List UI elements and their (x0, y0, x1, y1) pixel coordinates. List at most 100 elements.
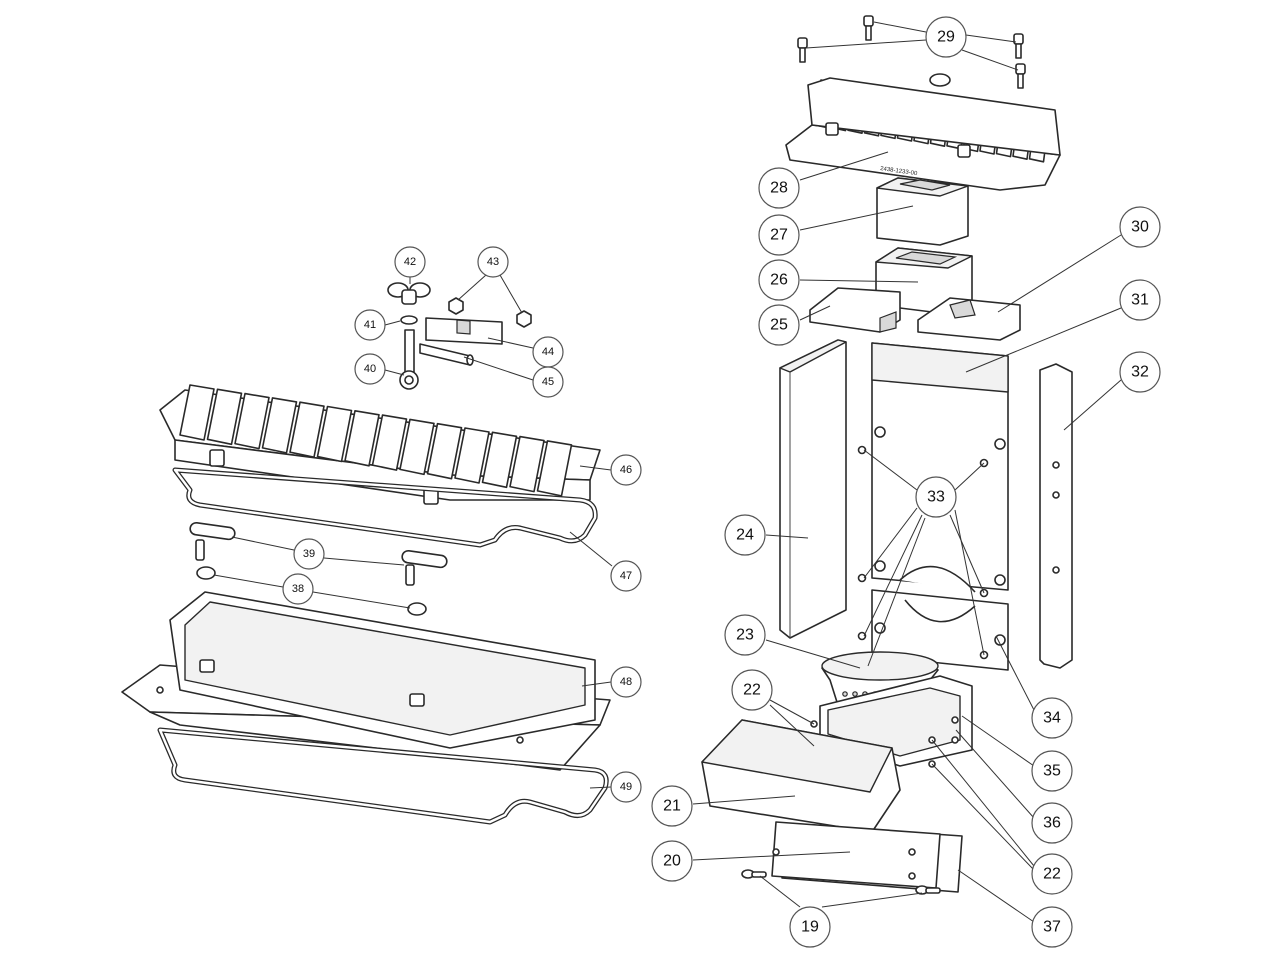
callout-number: 19 (801, 919, 819, 936)
lid-fin (399, 418, 435, 476)
callout-leader-line (954, 509, 985, 656)
callout-30: 30 (1119, 206, 1161, 248)
lid-fin (536, 440, 573, 497)
callout-leader-line (213, 574, 284, 588)
callout-35: 35 (1031, 750, 1073, 792)
callout-circle (651, 840, 693, 882)
callout-circle (651, 785, 693, 827)
callout-circle (610, 560, 642, 592)
callout-number: 39 (303, 548, 315, 560)
lid-fin (206, 388, 243, 446)
lid-fin (344, 409, 380, 467)
callout-circle (758, 214, 800, 256)
callout-number: 45 (542, 376, 554, 388)
callout-leader-line (805, 39, 927, 49)
right-assembly: 2438-1233-00 (701, 15, 1073, 895)
callout-number: 33 (927, 489, 945, 506)
callout-leader-line (955, 729, 1035, 819)
callout-number: 46 (620, 464, 632, 476)
plate-25 (809, 287, 901, 333)
block-27 (876, 177, 969, 246)
callout-circle (610, 666, 642, 698)
callout-37: 37 (1031, 906, 1073, 948)
nut-43b (516, 310, 532, 328)
callout-number: 25 (770, 317, 788, 334)
callout-circle (1031, 697, 1073, 739)
callout-22: 22 (1031, 853, 1073, 895)
callout-leader-line (487, 337, 534, 349)
callout-25: 25 (758, 304, 800, 346)
callout-26: 26 (758, 259, 800, 301)
screw-29d (1015, 63, 1026, 89)
callout-circle (915, 476, 957, 518)
callout-circle (1119, 206, 1161, 248)
callout-number: 40 (364, 363, 376, 375)
eye-bolt-40 (399, 329, 419, 390)
plate-30 (917, 297, 1021, 341)
callout-circle (477, 246, 509, 278)
lid-28: 2438-1233-00 (785, 73, 1061, 191)
callout-number: 34 (1043, 710, 1061, 727)
callout-leader-line (499, 274, 523, 314)
nut-38a (196, 566, 216, 580)
callout-circle (354, 353, 386, 385)
callout-29: 29 (925, 16, 967, 58)
callout-27: 27 (758, 214, 800, 256)
callout-number: 49 (620, 781, 632, 793)
callout-number: 22 (1043, 866, 1061, 883)
callout-number: 35 (1043, 763, 1061, 780)
callout-number: 22 (743, 682, 761, 699)
callout-number: 38 (292, 583, 304, 595)
callout-36: 36 (1031, 802, 1073, 844)
callout-41: 41 (354, 309, 386, 341)
callout-leader-line (965, 307, 1122, 373)
callout-leader-line (765, 639, 861, 669)
callout-number: 32 (1131, 364, 1149, 381)
callout-circle (610, 771, 642, 803)
callout-leader-line (759, 875, 801, 908)
callout-leader-line (384, 369, 405, 376)
wing-screw-19a (741, 869, 767, 879)
leader-lines (213, 21, 1122, 923)
callout-leader-line (863, 507, 918, 579)
wing-nut-42 (387, 282, 431, 305)
funnel-hole (842, 691, 848, 697)
callout-23: 23 (724, 614, 766, 656)
lid-46 (159, 384, 601, 505)
callout-circle (282, 573, 314, 605)
bolts-36 (951, 716, 959, 744)
lid-fin (426, 422, 463, 480)
callout-circle (1031, 906, 1073, 948)
callout-leader-line (323, 557, 405, 566)
callout-47: 47 (610, 560, 642, 592)
callout-number: 42 (404, 256, 416, 268)
callout-44: 44 (532, 336, 564, 368)
bracket-44 (425, 317, 503, 345)
callout-leader-line (965, 34, 1017, 43)
callout-48: 48 (610, 666, 642, 698)
callout-19: 19 (789, 906, 831, 948)
pin-45 (419, 343, 474, 366)
callout-leader-line (231, 536, 295, 551)
callout-circle (758, 167, 800, 209)
callout-circle (758, 259, 800, 301)
callout-circle (789, 906, 831, 948)
callout-circle (1031, 802, 1073, 844)
callout-leader-line (957, 869, 1035, 923)
callout-number: 26 (770, 272, 788, 289)
callout-leader-line (863, 514, 923, 637)
callout-leader-line (463, 356, 534, 381)
callout-leader-line (457, 274, 487, 301)
callout-leader-line (821, 892, 923, 908)
callout-31: 31 (1119, 279, 1161, 321)
nut-38b (407, 602, 427, 616)
callout-number: 29 (937, 29, 955, 46)
callout-leader-line (769, 699, 815, 725)
callout-number: 36 (1043, 815, 1061, 832)
callout-28: 28 (758, 167, 800, 209)
callout-leader-line (799, 279, 919, 283)
callout-circle (394, 246, 426, 278)
cover-plate-37 (771, 821, 963, 893)
lid-fin (261, 397, 298, 454)
